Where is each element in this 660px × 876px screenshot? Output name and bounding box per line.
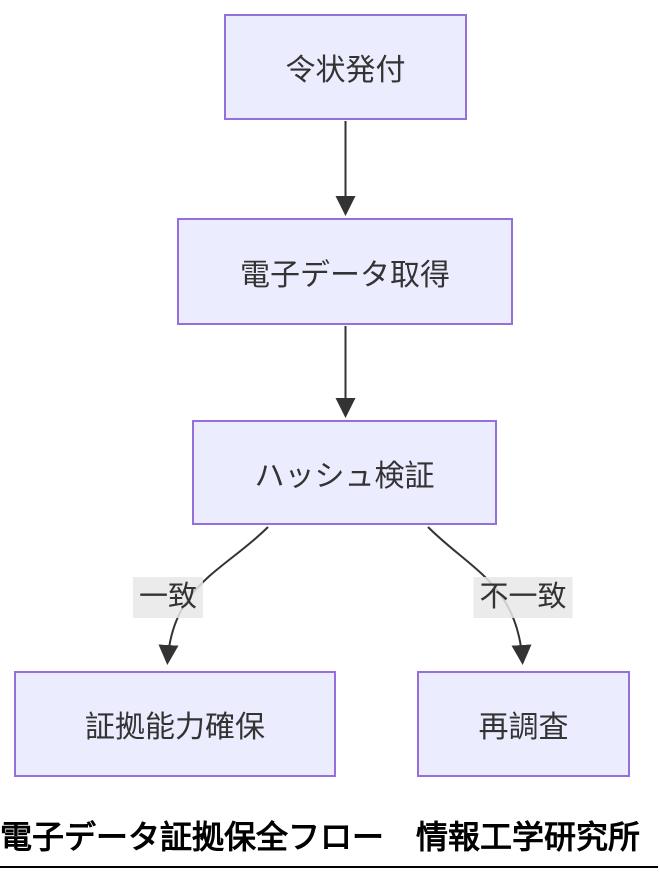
flow-node-reinvestigation-label: 再調査 bbox=[478, 711, 569, 744]
flow-node-data-acquisition-label: 電子データ取得 bbox=[240, 258, 450, 292]
flow-node-reinvestigation: 再調査 bbox=[417, 671, 630, 777]
flow-node-evidence-admissibility: 証拠能力確保 bbox=[14, 671, 336, 777]
flow-node-warrant-label: 令状発付 bbox=[285, 54, 406, 87]
edge-label-mismatch: 不一致 bbox=[473, 577, 573, 618]
flow-node-data-acquisition: 電子データ取得 bbox=[177, 218, 513, 325]
diagram-caption: 電子データ証拠保全フロー 情報工学研究所 bbox=[0, 812, 658, 868]
flow-node-hash-verification-label: ハッシュ検証 bbox=[254, 459, 435, 493]
edge-label-match: 一致 bbox=[132, 577, 204, 618]
flow-node-evidence-admissibility-label: 証拠能力確保 bbox=[85, 711, 265, 744]
flow-node-hash-verification: ハッシュ検証 bbox=[192, 420, 497, 525]
flow-node-warrant: 令状発付 bbox=[224, 14, 467, 120]
